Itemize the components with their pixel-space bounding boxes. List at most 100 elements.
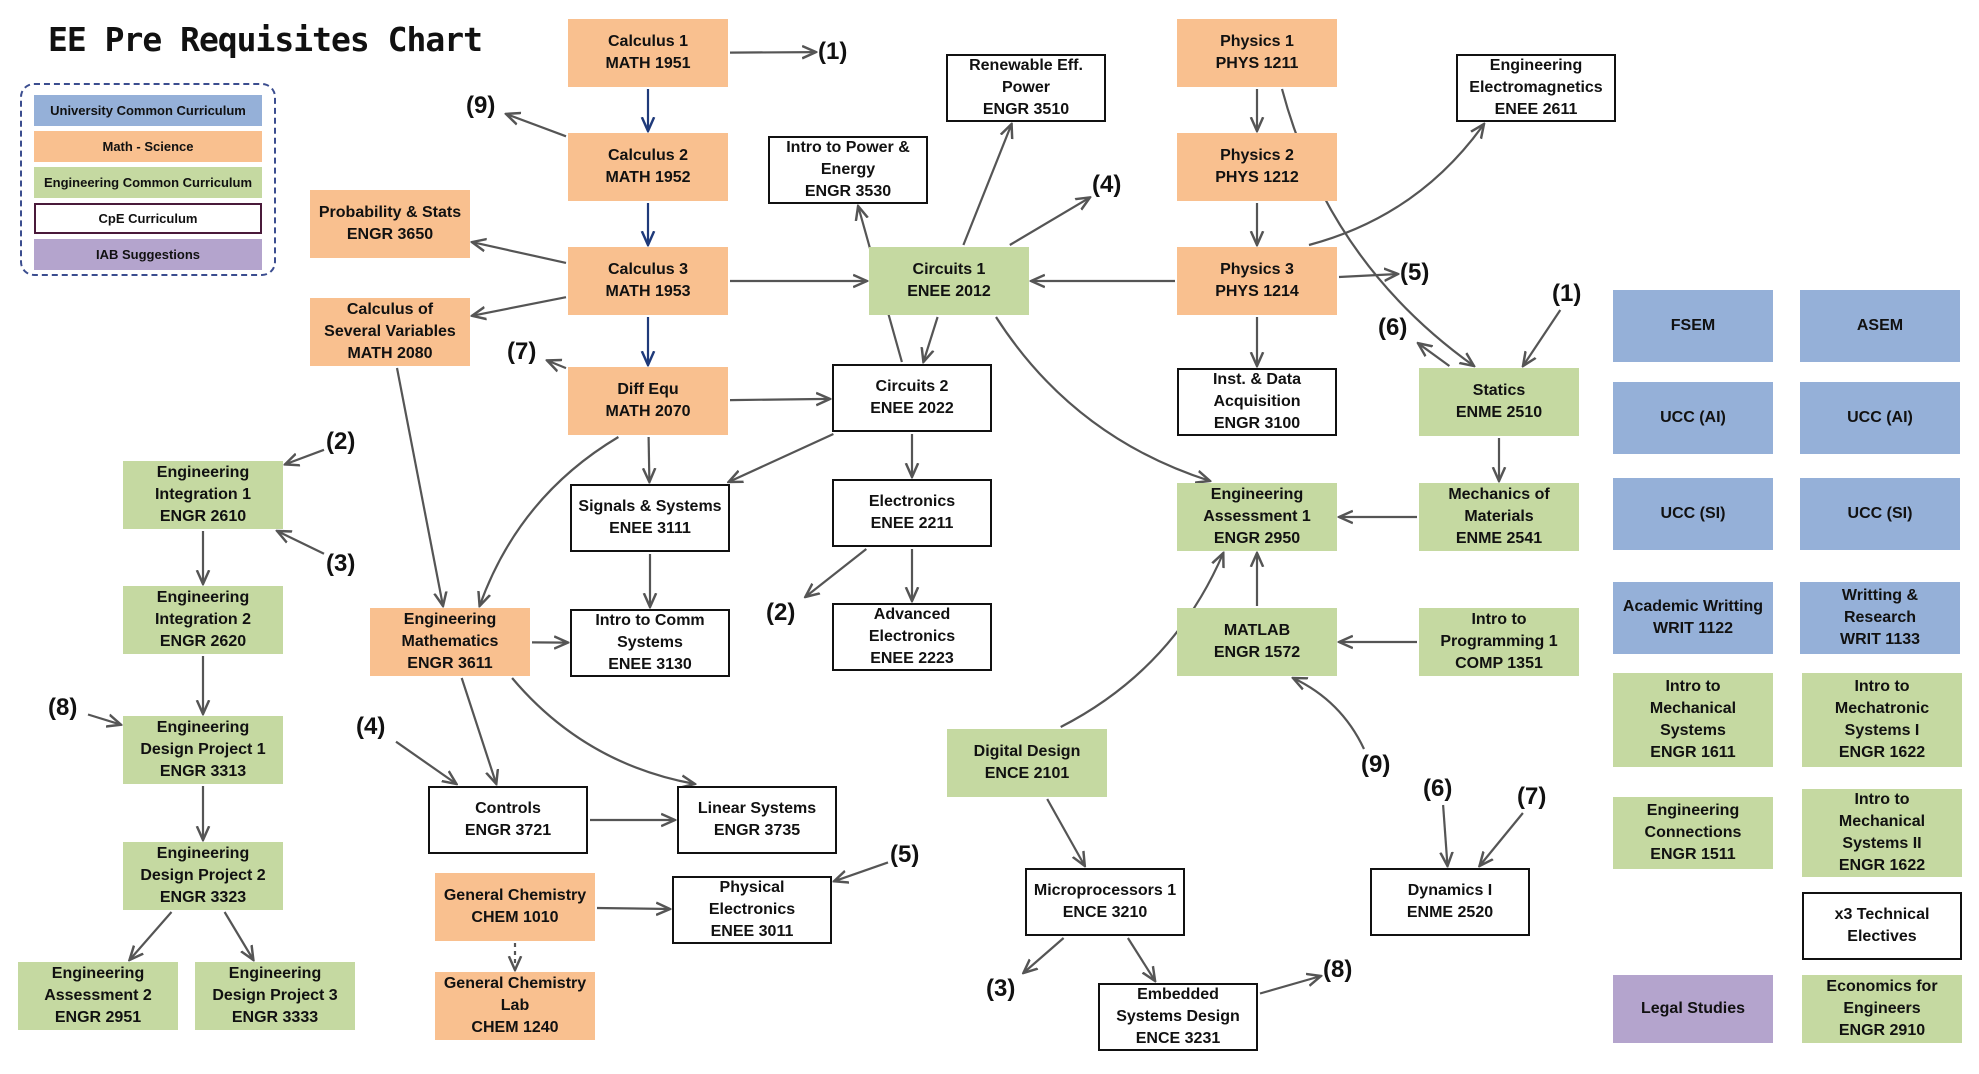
course-calcsv-line-2: MATH 2080 <box>347 345 433 362</box>
course-phys3-line-1: PHYS 1214 <box>1215 283 1299 300</box>
course-calcsv-line-1: Several Variables <box>324 323 456 340</box>
course-writ1122-line-0: Academic Writting <box>1622 598 1764 615</box>
course-edp2-line-1: Design Project 2 <box>140 867 266 884</box>
course-mechatronic-line-3: ENGR 1622 <box>1838 744 1926 761</box>
course-econ-line-1: Engineers <box>1843 1000 1921 1017</box>
arrow-phys3-to-emag <box>1308 124 1484 247</box>
course-uccai2-line-0: UCC (AI) <box>1847 409 1913 426</box>
course-circ1-line-0: Circuits 1 <box>912 261 986 278</box>
course-digdes-line-0: Digital Design <box>973 743 1081 760</box>
course-controls-line-0: Controls <box>475 800 541 817</box>
course-phys3: Physics 3 PHYS 1214 <box>1177 247 1337 315</box>
course-phys1-line-1: PHYS 1211 <box>1215 55 1299 72</box>
arrow-m_ei1_3-to-ei1 <box>277 531 325 555</box>
course-introprog-line-1: Programming 1 <box>1440 633 1558 650</box>
arrow-calc1-to-m_calc1_1 <box>729 52 816 53</box>
course-ei2-line-0: Engineering <box>156 589 250 606</box>
reference-marker-m-calc2-9: (9) <box>466 92 496 119</box>
arrow-digdes-to-engass1 <box>1060 553 1224 728</box>
arrow-m_ei1_2-to-ei1 <box>285 448 325 465</box>
course-legal-line-0: Legal Studies <box>1640 1000 1746 1017</box>
legend-item-engineering-common: Engineering Common Curriculum <box>34 167 262 198</box>
course-micro-line-1: ENCE 3210 <box>1062 904 1148 921</box>
arrow-calc3-to-probstats <box>472 242 567 264</box>
arrow-engmath-to-linsys <box>511 677 695 784</box>
course-mechsys-line-2: Systems <box>1660 722 1726 739</box>
course-mechsys2-line-3: ENGR 1622 <box>1838 857 1926 874</box>
course-mechsys2-line-1: Mechanical <box>1838 813 1926 830</box>
course-ea2-line-2: ENGR 2951 <box>54 1009 142 1026</box>
arrow-circ1-to-circ2 <box>923 316 939 362</box>
course-edp3-line-1: Design Project 3 <box>212 987 338 1004</box>
course-linsys-line-1: ENGR 3735 <box>713 822 801 839</box>
course-mechsys2-line-0: Intro to <box>1854 791 1910 808</box>
course-asem: ASEM <box>1800 290 1960 362</box>
arrow-diffeq-to-circ2 <box>729 399 830 400</box>
course-engmath-line-1: Mathematics <box>401 633 499 650</box>
course-micro-line-0: Microprocessors 1 <box>1033 882 1177 899</box>
course-calc2-line-0: Calculus 2 <box>607 147 689 164</box>
course-comm-line-0: Intro to Comm <box>595 612 705 629</box>
course-uccai1-line-0: UCC (AI) <box>1660 409 1726 426</box>
course-ea2-line-1: Assessment 2 <box>44 987 152 1004</box>
course-mechsys2-line-2: Systems II <box>1842 835 1922 852</box>
course-embed-line-1: Systems Design <box>1116 1008 1240 1025</box>
chart-title: EE Pre Requisites Chart <box>48 20 483 59</box>
arrow-calcsv-to-engmath <box>395 367 443 606</box>
course-writ1133-line-2: WRIT 1133 <box>1839 631 1921 648</box>
course-circ2-line-1: ENEE 2022 <box>870 400 954 417</box>
course-phys3-line-0: Physics 3 <box>1220 261 1294 278</box>
course-introp-line-1: Energy <box>820 161 876 178</box>
course-mechmat-line-2: ENME 2541 <box>1455 530 1543 547</box>
arrow-diffeq-to-m_diffeq_7 <box>547 360 567 368</box>
course-embed-line-0: Embedded <box>1137 986 1219 1003</box>
course-uccai2: UCC (AI) <box>1800 382 1960 454</box>
course-instdaq-line-1: Acquisition <box>1213 393 1301 410</box>
course-statics-line-0: Statics <box>1472 382 1526 399</box>
arrow-m_edp1_8-to-edp1 <box>87 713 121 725</box>
course-matlab-line-0: MATLAB <box>1223 622 1291 639</box>
course-engconn-line-1: Connections <box>1644 824 1742 841</box>
course-edp2-line-2: ENGR 3323 <box>159 889 247 906</box>
course-engconn-line-0: Engineering <box>1646 802 1740 819</box>
arrow-diffeq-to-engmath <box>480 436 619 606</box>
reference-marker-m-micro-3: (3) <box>986 975 1016 1002</box>
arrow-m_dyn_6-to-dyn <box>1443 804 1447 866</box>
course-matlab-line-1: ENGR 1572 <box>1213 644 1301 661</box>
course-ei2-line-1: Integration 2 <box>154 611 251 628</box>
reference-marker-m-controls-4: (4) <box>356 713 386 740</box>
arrow-edp2-to-edp3 <box>223 911 254 960</box>
course-edp1-line-2: ENGR 3313 <box>159 763 247 780</box>
course-calc3-line-0: Calculus 3 <box>607 261 689 278</box>
reference-marker-m-diffeq-7: (7) <box>507 338 537 365</box>
course-uccai1: UCC (AI) <box>1613 382 1773 454</box>
course-instdaq-line-0: Inst. & Data <box>1212 371 1301 388</box>
course-calc1-line-1: MATH 1951 <box>605 55 691 72</box>
course-engass1-line-0: Engineering <box>1210 486 1304 503</box>
course-physelec-line-0: Physical <box>719 879 785 896</box>
arrow-phys3-to-m_phys3_5 <box>1338 274 1398 277</box>
course-writ1133-line-1: Research <box>1843 609 1917 626</box>
arrow-circ1-to-m_circ1_4 <box>1009 197 1090 246</box>
arrow-m_physelec_5-to-physelec <box>834 861 889 881</box>
course-chemlab-line-2: CHEM 1240 <box>471 1019 559 1036</box>
reference-marker-m-statics-1: (1) <box>1552 280 1582 307</box>
